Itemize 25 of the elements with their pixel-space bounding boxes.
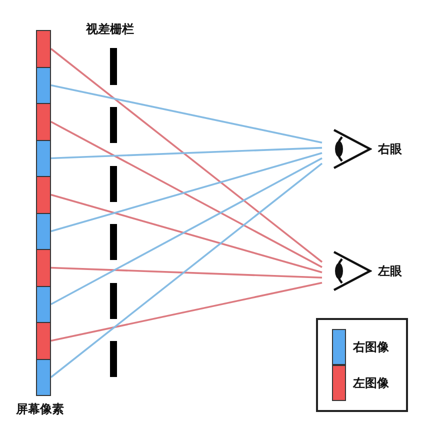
screen-pixel [36, 103, 51, 140]
sight-line [50, 120, 322, 268]
screen-pixel [36, 66, 51, 104]
sight-line [50, 152, 322, 232]
eye-label: 左眼 [378, 264, 402, 278]
screen-pixel [36, 286, 51, 323]
sight-line [50, 146, 322, 160]
legend-label: 右图像 [353, 340, 389, 354]
sight-line [50, 157, 322, 306]
barrier-label: 视差栅栏 [86, 22, 134, 36]
screen-pixel [36, 358, 51, 396]
sight-line [50, 282, 322, 342]
screen-pixel [36, 249, 51, 286]
screen-pixel [36, 176, 51, 214]
screen-pixel [36, 322, 51, 360]
sight-line [50, 162, 323, 378]
sight-line [50, 194, 322, 274]
screen-pixel [36, 140, 51, 177]
sight-line [50, 48, 323, 263]
screen-pixel [36, 30, 51, 68]
eye-label: 右眼 [378, 142, 402, 156]
screen-pixel [36, 212, 51, 250]
legend-label: 左图像 [353, 376, 389, 390]
sight-line [50, 266, 322, 278]
sight-line [50, 84, 322, 144]
